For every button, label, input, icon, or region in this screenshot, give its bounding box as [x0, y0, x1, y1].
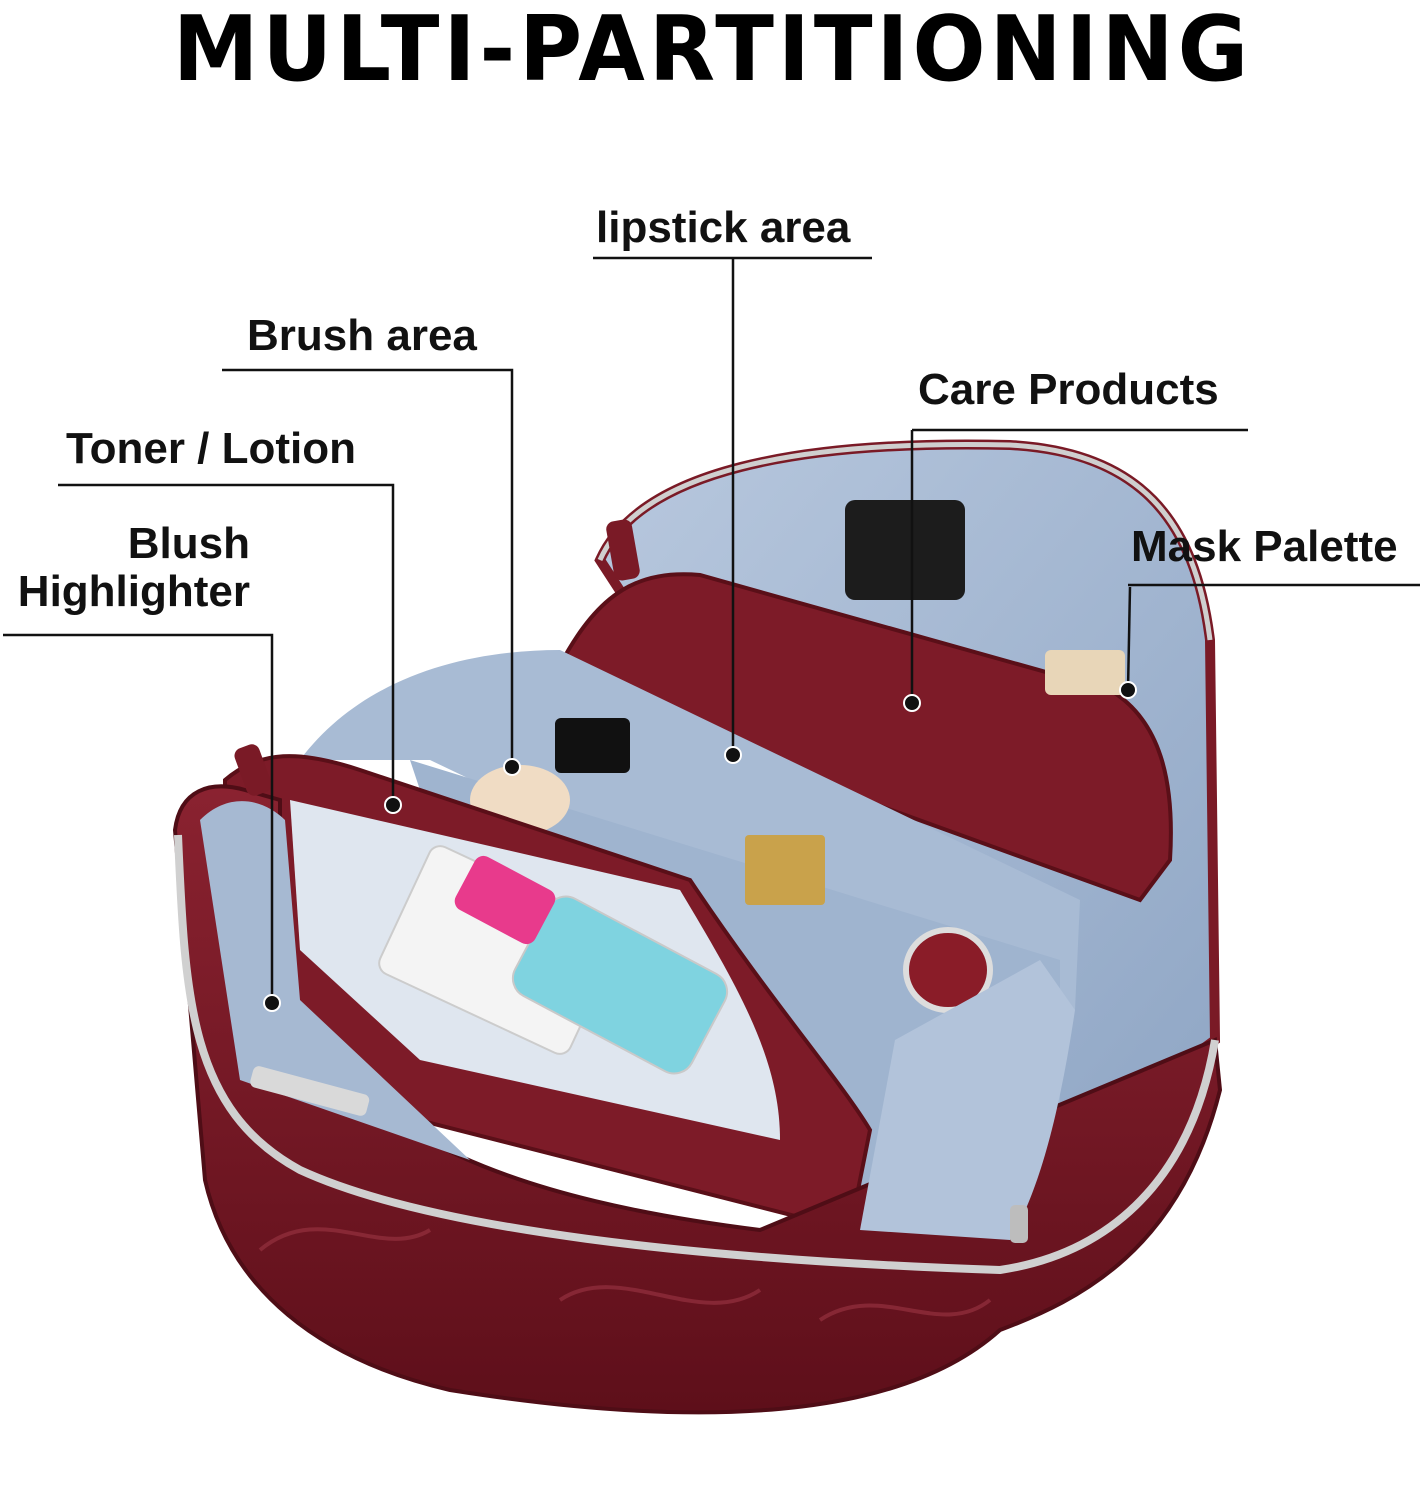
label-care-products: Care Products	[918, 365, 1219, 414]
callout-dot-mask	[1119, 681, 1137, 699]
zipper-pull-top	[606, 519, 640, 581]
label-toner-lotion: Toner / Lotion	[66, 424, 357, 473]
label-mask-palette: Mask Palette	[1131, 522, 1398, 571]
callout-dot-lipstick	[724, 746, 742, 764]
callout-dot-brush	[503, 758, 521, 776]
callout-line-mask-drop	[1126, 586, 1132, 691]
lipstick-cap	[555, 718, 630, 773]
label-brush-area: Brush area	[247, 311, 477, 360]
callout-line-blush	[3, 633, 274, 1003]
callout-line-brush	[222, 368, 514, 767]
label-highlighter: Highlighter	[17, 567, 250, 616]
label-lipstick-area: lipstick area	[596, 203, 851, 252]
callout-dot-care	[903, 694, 921, 712]
callout-dots	[263, 681, 1137, 1012]
pink-cap	[454, 855, 556, 945]
headline: MULTI-PARTITIONING	[172, 0, 1253, 103]
callout-dot-toner	[384, 796, 402, 814]
embossed-pattern	[258, 1227, 992, 1322]
front-lining-right	[860, 960, 1075, 1240]
label-blush: Blush	[127, 519, 250, 568]
zipper-pull-right	[1010, 1205, 1028, 1243]
red-lipstick-cap	[903, 927, 993, 1013]
zipper-back	[597, 442, 1213, 641]
gold-lipstick	[745, 835, 825, 905]
callout-lines	[3, 256, 1420, 1003]
callout-line-toner	[58, 483, 395, 805]
label-blush-highlighter: Blush Highlighter	[0, 520, 250, 616]
brand-logo	[250, 1066, 370, 1116]
callout-dot-blush	[263, 994, 281, 1012]
zipper-pull-left	[234, 744, 272, 796]
zipper-front	[174, 834, 1219, 1275]
palette-box	[1045, 650, 1125, 695]
perfume-bottle	[845, 500, 965, 600]
